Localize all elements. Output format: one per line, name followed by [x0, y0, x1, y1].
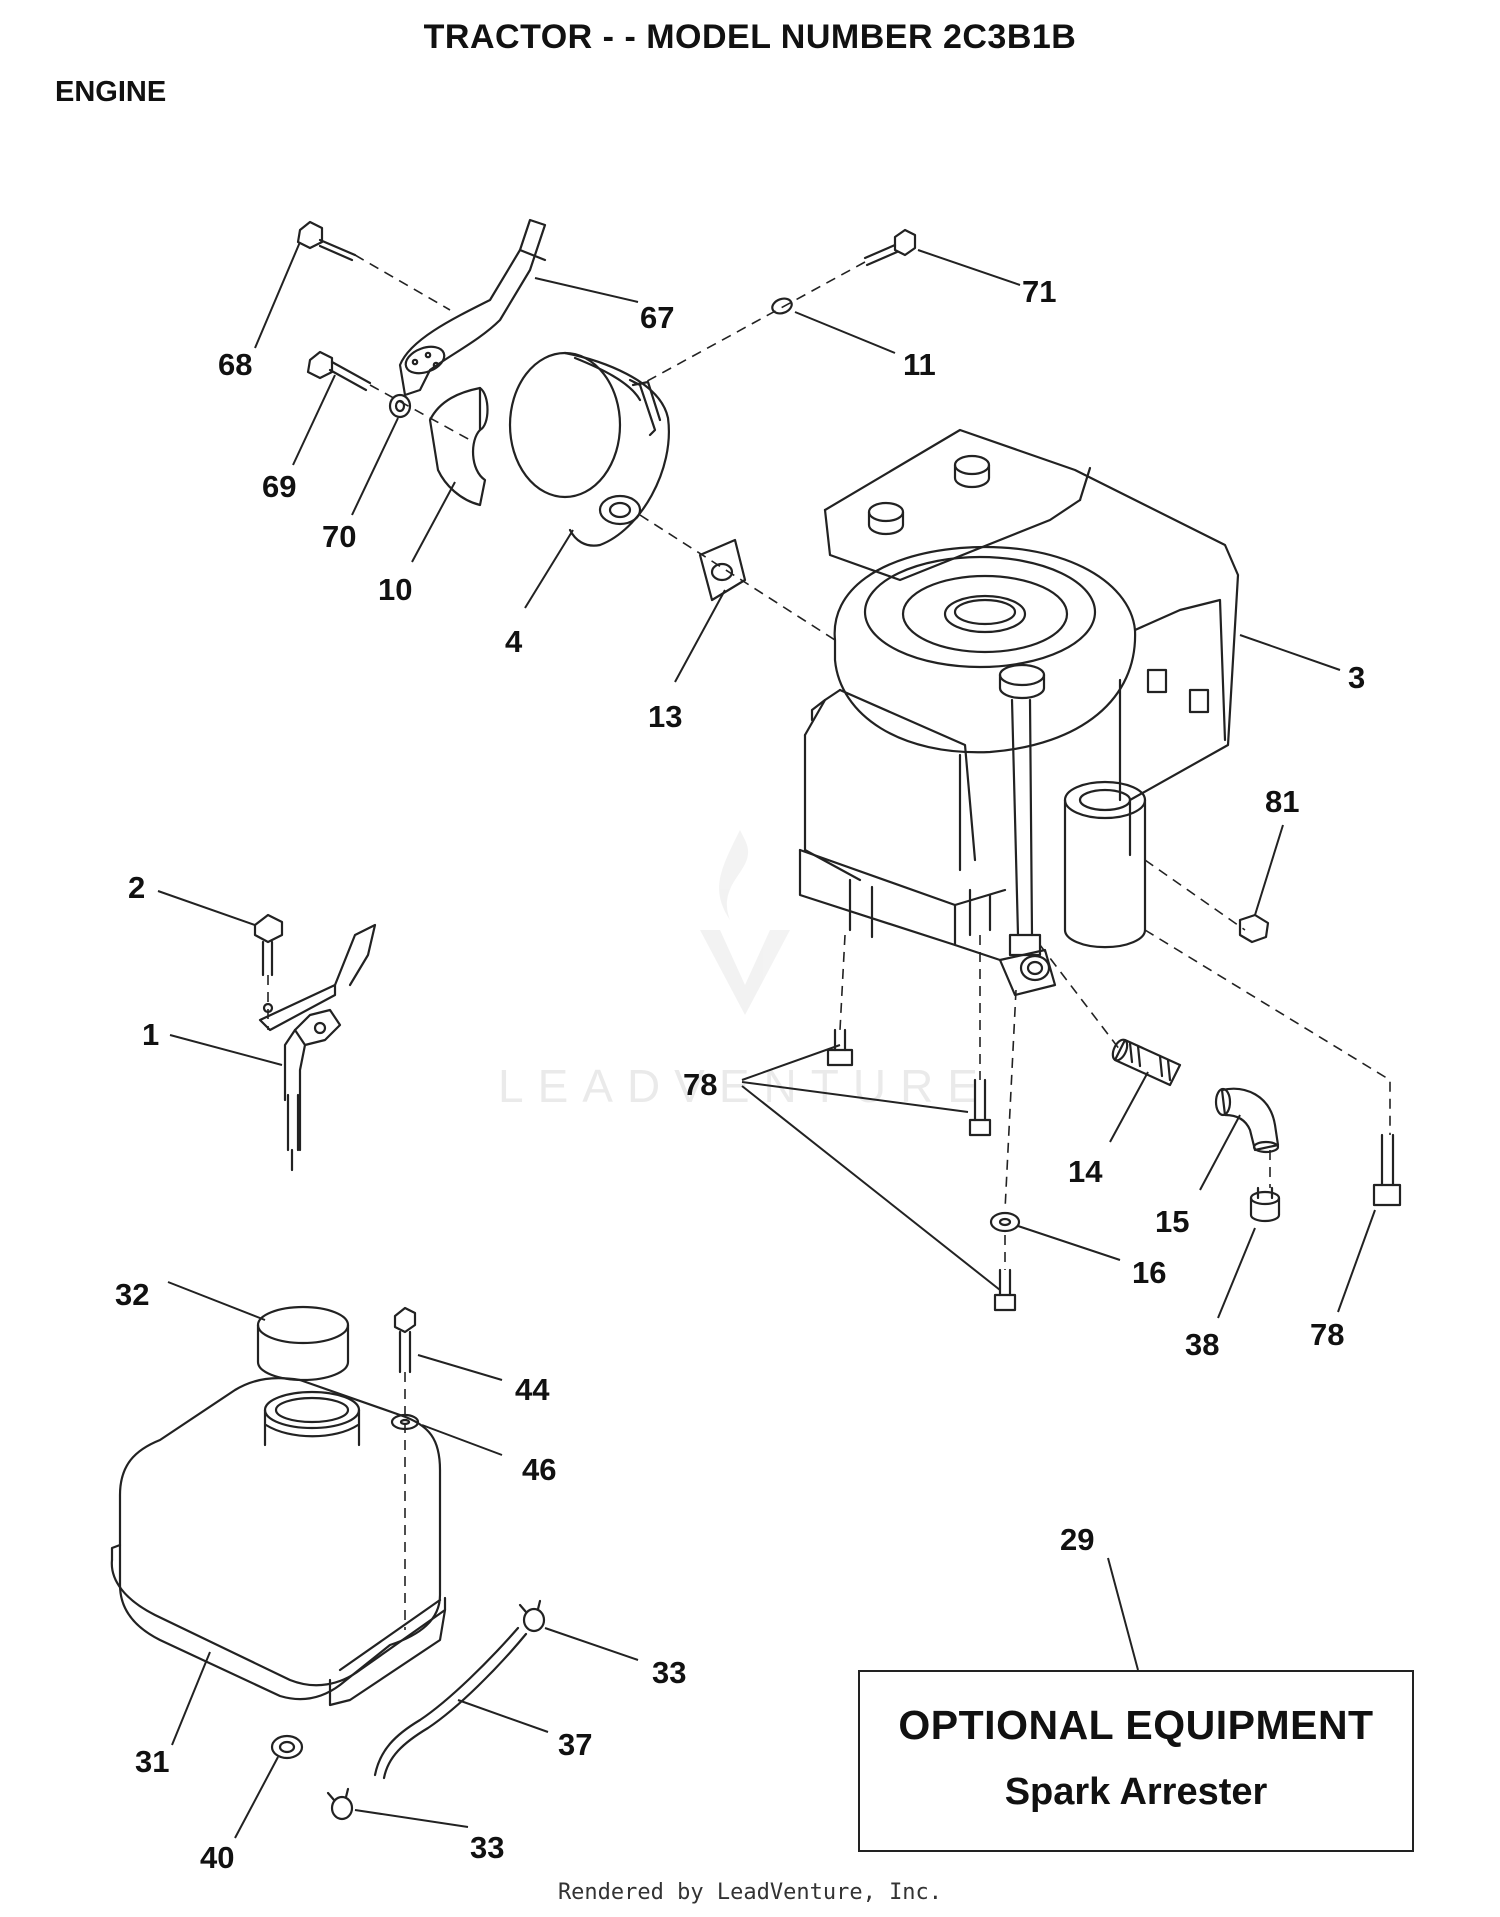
callout-38: 38	[1185, 1327, 1219, 1362]
callout-44: 44	[515, 1372, 550, 1407]
callout-15: 15	[1155, 1204, 1189, 1239]
callout-11: 11	[903, 347, 936, 382]
section-title: ENGINE	[55, 76, 167, 108]
assembly-lines	[267, 254, 1391, 1630]
callout-81: 81	[1265, 784, 1299, 819]
footer-credit: Rendered by LeadVenture, Inc.	[557, 1880, 943, 1905]
callout-32: 32	[115, 1277, 149, 1312]
watermark-logo	[700, 830, 790, 1015]
callout-4: 4	[505, 624, 523, 659]
throttle-control	[253, 913, 377, 1172]
callout-31: 31	[135, 1744, 169, 1779]
callout-33-upper: 33	[652, 1655, 686, 1690]
optional-equipment-heading: OPTIONAL EQUIPMENT	[898, 1702, 1374, 1748]
callout-40: 40	[200, 1840, 234, 1875]
callout-2: 2	[128, 870, 145, 905]
callout-10: 10	[378, 572, 412, 607]
engine-fasteners	[826, 913, 1402, 1312]
callout-70: 70	[322, 519, 356, 554]
callout-78-group: 78	[683, 1067, 717, 1102]
fuel-tank-group	[110, 1305, 546, 1821]
callout-37: 37	[558, 1727, 592, 1762]
optional-equipment-box: OPTIONAL EQUIPMENT Spark Arrester	[858, 1670, 1414, 1852]
callout-33-lower: 33	[470, 1830, 504, 1865]
page-title: TRACTOR - - MODEL NUMBER 2C3B1B	[423, 18, 1077, 56]
watermark-text: LEADVENTURE	[498, 1060, 992, 1112]
callout-29: 29	[1060, 1522, 1094, 1557]
callout-46: 46	[522, 1452, 556, 1487]
muffler-group	[296, 218, 917, 602]
callout-67: 67	[640, 300, 674, 335]
callout-3: 3	[1348, 660, 1365, 695]
callout-16: 16	[1132, 1255, 1166, 1290]
callout-14: 14	[1068, 1154, 1103, 1189]
callout-68: 68	[218, 347, 252, 382]
callout-13: 13	[648, 699, 682, 734]
callout-71: 71	[1022, 274, 1056, 309]
callout-69: 69	[262, 469, 296, 504]
optional-equipment-item: Spark Arrester	[1004, 1771, 1268, 1813]
callout-numbers: 68 67 71 11 69 70 10 4 13 3 81 2 1 78 14…	[115, 274, 1365, 1875]
engine-assembly	[798, 428, 1240, 997]
leader-lines	[157, 241, 1376, 1839]
callout-1: 1	[142, 1017, 159, 1052]
callout-78-right: 78	[1310, 1317, 1344, 1352]
